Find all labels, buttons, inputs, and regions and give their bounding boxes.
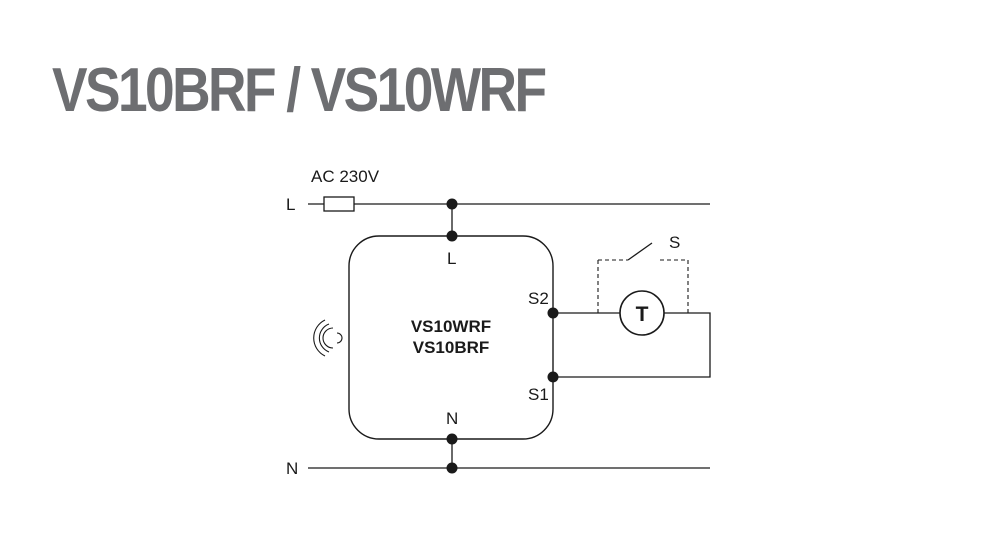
thermostat-label: T (636, 303, 649, 326)
device-model-2: VS10BRF (413, 338, 490, 357)
switch-contact (627, 242, 653, 261)
wireless-signal-icon (313, 319, 343, 357)
terminal-n-label: N (446, 409, 458, 428)
terminal-l-label: L (447, 249, 456, 268)
page-title: VS10BRF / VS10WRF (52, 56, 547, 125)
switch-s-dashed (597, 259, 689, 313)
terminal-s1-label: S1 (528, 385, 549, 404)
terminal-s2-label: S2 (528, 289, 549, 308)
line-junction-dot (446, 198, 458, 210)
device-model-1: VS10WRF (411, 317, 491, 336)
fuse-symbol (323, 196, 355, 212)
terminal-l-dot (446, 230, 458, 242)
terminal-n-dot (446, 433, 458, 445)
line-label: L (286, 195, 295, 214)
s1-return-wire (553, 312, 711, 378)
neutral-junction-dot (446, 462, 458, 474)
neutral-label: N (286, 459, 298, 478)
supply-label: AC 230V (311, 167, 380, 186)
switch-label: S (669, 233, 680, 252)
